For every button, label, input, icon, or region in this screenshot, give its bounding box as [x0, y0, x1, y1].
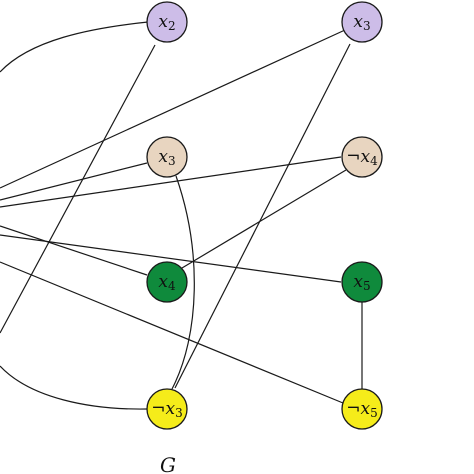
node-circle: [341, 136, 383, 178]
node-circle: [146, 136, 188, 178]
graph-caption: G: [160, 453, 176, 474]
node-circle: [341, 261, 383, 303]
edge-left-to-x4: [0, 225, 148, 276]
edge-x3-top-to-not-x3: [174, 43, 351, 389]
node-circle: [146, 261, 188, 303]
edge-left-to-not-x3: [0, 365, 148, 410]
node-circle: [146, 388, 188, 430]
node-label: x2: [158, 12, 175, 33]
edge-x3-mid-to-not-x3: [171, 175, 195, 390]
node-label: x3: [158, 147, 175, 168]
node-label: ¬x3: [151, 399, 182, 420]
edge-left-to-not-x4: [0, 156, 342, 208]
edge-left-to-x2: [0, 21, 149, 73]
node-x5-n6: x5: [341, 261, 383, 303]
node-label: ¬x5: [346, 399, 377, 420]
edge-left-to-not-x5: [0, 261, 344, 404]
node-not-x4-n4: ¬x4: [341, 136, 383, 178]
node-x4-n5: x4: [146, 261, 188, 303]
node-not-x3-n7: ¬x3: [146, 388, 188, 430]
node-circle: [341, 388, 383, 430]
edge-x2-to-left: [0, 44, 156, 334]
node-label: x3: [353, 12, 370, 33]
node-circle: [341, 1, 383, 43]
node-layer: x2 x3 x3 ¬x4 x4 x5 ¬x3 ¬x5: [146, 1, 383, 430]
edge-left-to-x5: [0, 234, 342, 283]
node-label: x5: [353, 272, 370, 293]
edge-left-to-x3-top: [0, 29, 346, 189]
node-label: ¬x4: [346, 147, 378, 168]
node-x3-n2: x3: [341, 1, 383, 43]
edge-left-to-x3-mid: [0, 162, 148, 201]
node-label: x4: [158, 272, 176, 293]
node-not-x5-n8: ¬x5: [341, 388, 383, 430]
edge-not-x4-to-x4: [181, 169, 347, 269]
node-circle: [146, 1, 188, 43]
edge-layer: [0, 21, 363, 410]
node-x2-n1: x2: [146, 1, 188, 43]
node-x3-n3: x3: [146, 136, 188, 178]
